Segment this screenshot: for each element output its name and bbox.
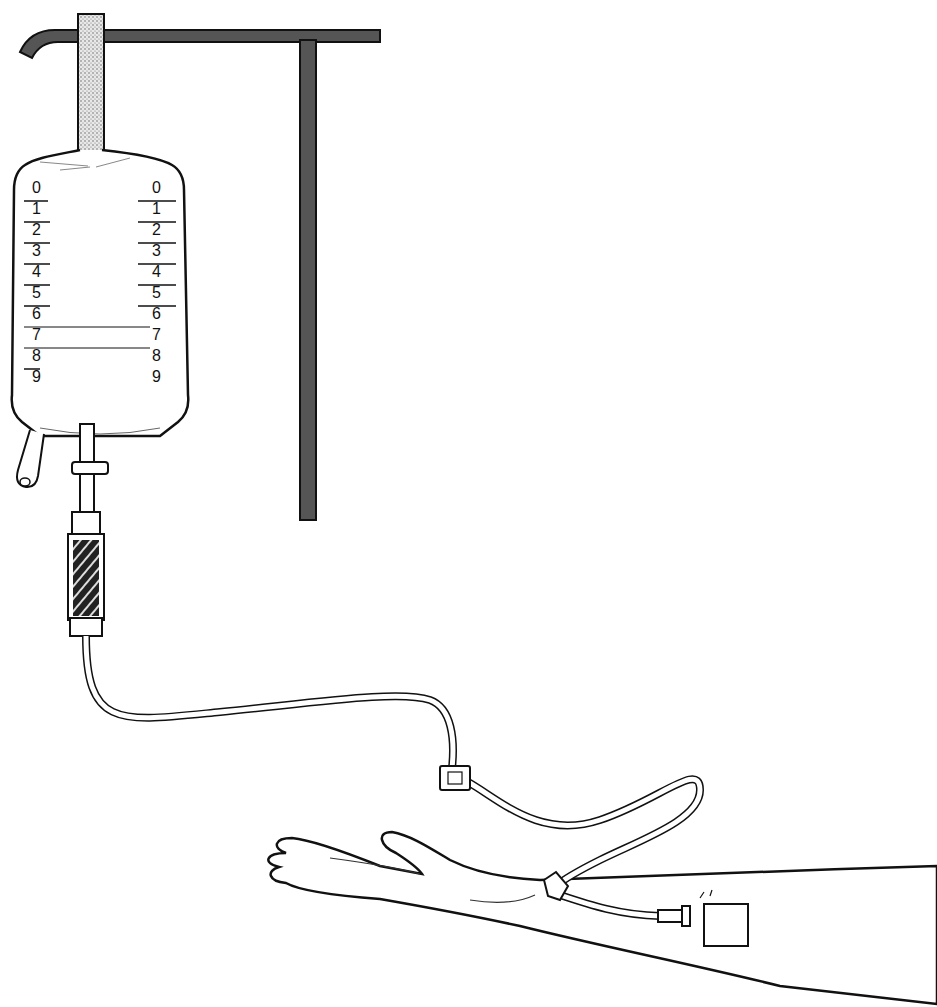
scale-number: 5	[32, 285, 41, 301]
scale-number: 2	[32, 222, 41, 238]
scale-number: 8	[152, 348, 161, 364]
scale-number: 4	[152, 264, 161, 280]
scale-number: 7	[152, 327, 161, 343]
scale-number: 6	[32, 306, 41, 322]
scale-number: 1	[32, 201, 41, 217]
scale-number: 0	[32, 180, 41, 196]
dressing-pad	[704, 904, 748, 946]
scale-number: 8	[32, 348, 41, 364]
scale-number: 6	[152, 306, 161, 322]
scale-number: 0	[152, 180, 161, 196]
scale-number: 9	[152, 369, 161, 385]
scale-number: 2	[152, 222, 161, 238]
tube-connector	[440, 766, 470, 790]
scale-number: 7	[32, 327, 41, 343]
scale-number: 9	[32, 369, 41, 385]
scale-number: 3	[32, 243, 41, 259]
infusion-bag	[12, 150, 189, 436]
scale-number: 3	[152, 243, 161, 259]
iv-tubing	[86, 636, 700, 916]
cannula-hub	[658, 910, 682, 922]
drip-chamber	[68, 512, 104, 636]
scale-number: 4	[32, 264, 41, 280]
roller-clamp	[72, 462, 108, 474]
scale-number: 5	[152, 285, 161, 301]
y-connector	[544, 872, 568, 900]
scale-ticks	[24, 201, 176, 369]
bag-hanger	[78, 14, 104, 152]
scale-number: 1	[152, 201, 161, 217]
